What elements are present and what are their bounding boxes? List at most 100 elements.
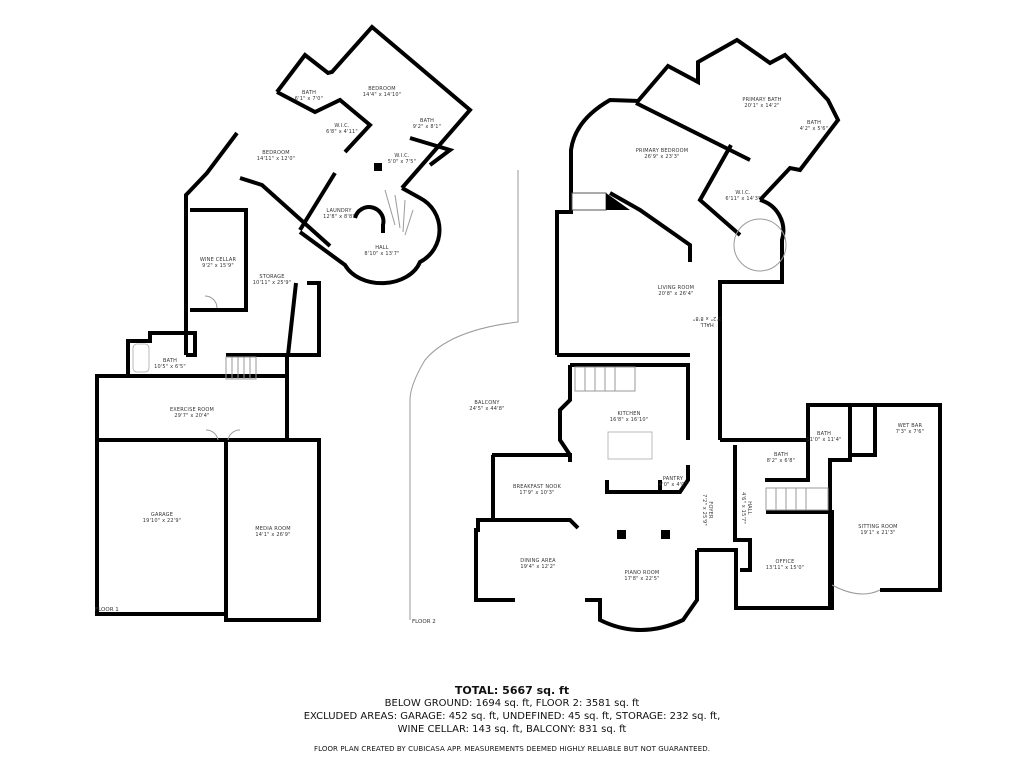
straight-stairs-2: [765, 487, 829, 511]
column: [374, 163, 382, 171]
nook-dining-wall: [474, 455, 515, 602]
excluded-areas: EXCLUDED AREAS: GARAGE: 452 sq. ft, UNDE…: [303, 711, 721, 722]
fireplace-hearth: [606, 193, 630, 210]
column: [661, 530, 670, 539]
room-name: DINING AREA: [520, 558, 556, 564]
kitchen-bay-wall: [558, 365, 572, 457]
room-name: LIVING ROOM: [658, 285, 694, 291]
rotated-label: HALL 3'2" x 8'8": [693, 315, 721, 327]
room-name: WET BAR: [898, 423, 923, 429]
room-name: W.I.C.: [735, 190, 751, 196]
room-dims: 10'11" x 25'9": [253, 280, 292, 286]
total-area: TOTAL: 5667 sq. ft: [454, 684, 570, 697]
room-dims: 14'1" x 26'9": [255, 532, 290, 538]
rotated-label: HALL 4'6" x 15'7": [740, 492, 752, 524]
bath2-wall: [409, 136, 455, 167]
room-dims: 12'8" x 8'8": [323, 214, 355, 220]
room-name: HALL: [375, 245, 389, 251]
piano-bay-wall: [585, 550, 699, 632]
hall-curve-wall: [298, 186, 442, 286]
fireplace: [571, 192, 607, 211]
room-dims: 9'2" x 8'1": [413, 124, 441, 130]
room-name: LAUNDRY: [326, 208, 352, 214]
room-dims: 29'7" x 20'4": [174, 413, 209, 419]
room-dims: 7'2" x 25'9": [701, 494, 707, 526]
laundry-curve-wall: [353, 205, 386, 233]
room-dims: 10'5" x 6'5": [154, 364, 186, 370]
room-dims: 6'8" x 4'11": [326, 129, 358, 135]
office-wall: [697, 510, 834, 610]
room-name: BATH: [302, 90, 316, 96]
spiral-stairs-2: [733, 218, 787, 272]
bedroom-top-wall: [275, 24, 473, 190]
room-dims: 8'2" x 6'8": [767, 458, 795, 464]
wine-cellar-wall: [190, 208, 248, 312]
counter-wall: [605, 480, 662, 494]
room-dims: 20'8" x 26'4": [658, 291, 693, 297]
room-name: MEDIA ROOM: [255, 526, 290, 532]
stair-wall-2: [718, 198, 786, 355]
spiral-stairs-1: [384, 189, 414, 236]
room-dims: 8'10" x 13'7": [364, 251, 399, 257]
room-dims: 16'8" x 16'10": [610, 417, 649, 423]
room-name: SITTING ROOM: [858, 524, 897, 530]
room-name: W.I.C.: [334, 123, 350, 129]
floor2-walls: [409, 37, 942, 632]
left-upper-wall: [184, 131, 239, 355]
room-dims: 14'11" x 12'0": [257, 156, 296, 162]
door-swing: [204, 295, 218, 309]
room-dims: 11'0" x 11'4": [806, 437, 841, 443]
room-dims: 6'11" x 14'3": [725, 196, 760, 202]
garage-wall: [95, 438, 228, 616]
sitting-bay: [831, 584, 881, 595]
room-dims: 17'9" x 10'3": [519, 490, 554, 496]
room-dims: 4'0" x 4'0": [659, 482, 687, 488]
room-dims: 4'6" x 15'7": [740, 492, 746, 524]
stairs-living: [574, 366, 636, 392]
room-name: BEDROOM: [368, 86, 396, 92]
room-name: HALL: [746, 501, 752, 515]
room-name: FOYER: [707, 501, 713, 519]
column: [617, 530, 626, 539]
room-dims: 7'3" x 7'6": [896, 429, 924, 435]
room-name: PANTRY: [663, 476, 684, 482]
room-name: PRIMARY BEDROOM: [636, 148, 689, 154]
room-name: GARAGE: [151, 512, 173, 518]
room-name: PIANO ROOM: [625, 570, 660, 576]
laundry-wall: [298, 171, 337, 232]
room-dims: 14'4" x 14'10": [363, 92, 402, 98]
room-name: OFFICE: [775, 559, 794, 565]
bath-wall: [126, 331, 197, 376]
media-room-wall: [224, 438, 321, 622]
room-dims: 9'2" x 15'9": [202, 263, 234, 269]
pantry-wall: [660, 465, 690, 494]
room-dims: 26'9" x 23'3": [644, 154, 679, 160]
storage-wall: [285, 281, 321, 376]
door-swing: [205, 429, 241, 441]
room-name: BEDROOM: [262, 150, 290, 156]
room-name: KITCHEN: [617, 411, 640, 417]
wic-wall: [697, 144, 742, 237]
floor-label: FLOOR 2: [412, 619, 436, 625]
room-name: BATH: [807, 120, 821, 126]
room-dims: 6'1" x 7'0": [295, 96, 323, 102]
fireplace-wall: [609, 191, 692, 262]
room-name: BATH: [163, 358, 177, 364]
room-dims: 19'4" x 12'2": [520, 564, 555, 570]
hall-wall: [733, 445, 752, 572]
area-summary: TOTAL: 5667 sq. ft BELOW GROUND: 1694 sq…: [0, 684, 1024, 753]
room-name: BATH: [817, 431, 831, 437]
room-name: W.I.C.: [394, 153, 410, 159]
room-name: WINE CELLAR: [200, 257, 237, 263]
room-name: BREAKFAST NOOK: [513, 484, 562, 490]
room-dims: 24'5" x 44'8": [469, 406, 504, 412]
room-dims: 13'11" x 15'0": [766, 565, 805, 571]
living-left-wall: [555, 190, 573, 355]
area-breakdown: BELOW GROUND: 1694 sq. ft, FLOOR 2: 3581…: [384, 698, 640, 709]
kitchen-island: [607, 431, 653, 460]
room-dims: 20'1" x 14'2": [744, 103, 779, 109]
room-dims: 4'2" x 5'6": [800, 126, 828, 132]
floor-label: FLOOR 1: [95, 607, 119, 613]
room-dims: 5'0" x 7'5": [388, 159, 416, 165]
room-name: BATH: [774, 452, 788, 458]
